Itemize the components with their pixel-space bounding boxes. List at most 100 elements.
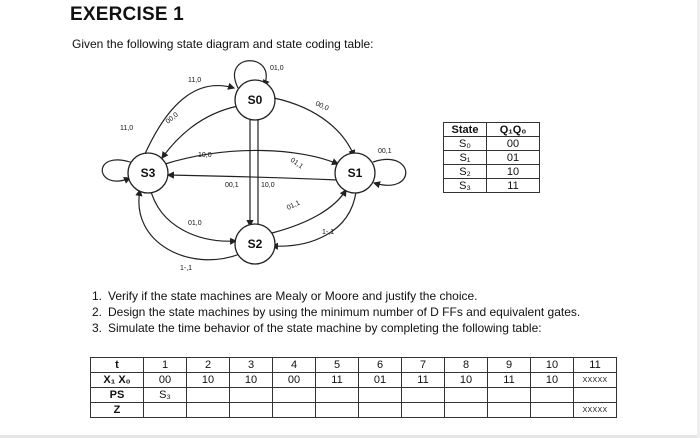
timing-row-label: X₁ X₀	[90, 372, 144, 388]
timing-cell: 10	[186, 372, 230, 388]
state-s1	[334, 152, 376, 194]
label-s0-to-s3: 00,0	[165, 111, 180, 125]
timing-cell: 11	[401, 372, 445, 388]
code-cell: 10	[486, 164, 540, 179]
timing-cell: 00	[143, 372, 187, 388]
timing-cell: 11	[315, 372, 359, 388]
task-list: 1. Verify if the state machines are Mealy…	[92, 288, 580, 336]
timing-cell: 1	[143, 357, 187, 373]
timing-cell: XXXXX	[573, 372, 617, 388]
task-text: Simulate the time behavior of the state …	[108, 321, 542, 335]
timing-cell	[401, 402, 445, 418]
timing-cell: 6	[358, 357, 402, 373]
timing-cell	[530, 402, 574, 418]
state-cell: S₂	[443, 164, 487, 179]
edge-s0-to-s3	[161, 105, 239, 159]
intro-text: Given the following state diagram and st…	[72, 37, 374, 51]
label-s1-self: 00,1	[378, 148, 392, 155]
edge-s0-to-s1	[273, 97, 356, 158]
timing-cell	[186, 387, 230, 403]
timing-cell: 5	[315, 357, 359, 373]
label-s2-to-s0: 10,0	[261, 182, 275, 189]
state-s3-label: S3	[141, 166, 156, 180]
right-edge	[697, 0, 700, 438]
timing-cell	[487, 387, 531, 403]
timing-row-label: PS	[90, 387, 144, 403]
state-header: State	[443, 122, 487, 137]
label-s0-to-s2: 00,1	[225, 182, 239, 189]
state-cell: S₀	[443, 136, 487, 151]
state-s2-label: S2	[248, 237, 263, 251]
state-s0-label: S0	[248, 93, 263, 107]
label-s3-to-s2: 01,0	[188, 220, 202, 227]
timing-cell	[272, 402, 316, 418]
timing-cell	[401, 387, 445, 403]
timing-cell: XXXXX	[573, 402, 617, 418]
task-item: 3. Simulate the time behavior of the stat…	[92, 320, 580, 336]
state-s1-label: S1	[348, 166, 363, 180]
label-s3-self: 11,0	[120, 125, 133, 132]
edge-s3-self	[101, 159, 134, 184]
timing-cell: 10	[530, 372, 574, 388]
timing-cell	[530, 387, 574, 403]
timing-cell: S₃	[143, 387, 187, 403]
timing-cell	[143, 402, 187, 418]
code-cell: 01	[486, 150, 540, 165]
code-cell: 11	[486, 178, 540, 193]
timing-cell	[229, 387, 273, 403]
edge-s3-to-s0	[143, 82, 236, 157]
edge-s1-to-s3	[166, 171, 339, 181]
timing-cell	[358, 387, 402, 403]
state-cell: S₁	[443, 150, 487, 165]
timing-cell	[358, 402, 402, 418]
timing-cell: 2	[186, 357, 230, 373]
label-s3-to-s0: 11,0	[188, 77, 201, 84]
timing-cell: 9	[487, 357, 531, 373]
task-text: Verify if the state machines are Mealy o…	[108, 289, 478, 303]
edge-s0-self	[234, 60, 270, 89]
timing-cell: 8	[444, 357, 488, 373]
label-s0-to-s1: 00,0	[314, 100, 329, 112]
edge-s2-to-s1	[271, 188, 347, 234]
timing-cell	[229, 402, 273, 418]
timing-cell: 7	[401, 357, 445, 373]
task-item: 1. Verify if the state machines are Mealy…	[92, 288, 580, 304]
task-item: 2.Design the state machines by using the…	[92, 304, 580, 320]
timing-cell: 11	[487, 372, 531, 388]
timing-cell: 10	[530, 357, 574, 373]
state-s3	[127, 152, 169, 194]
state-s0	[234, 79, 276, 121]
timing-cell: 3	[229, 357, 273, 373]
code-cell: 00	[486, 136, 540, 151]
state-s2	[234, 223, 276, 265]
timing-cell	[487, 402, 531, 418]
timing-cell: 4	[272, 357, 316, 373]
timing-row-label: Z	[90, 402, 144, 418]
timing-cell	[444, 402, 488, 418]
timing-row-label: t	[90, 357, 144, 373]
timing-cell: 00	[272, 372, 316, 388]
label-s2-to-s3: 1-,1	[180, 265, 192, 272]
timing-cell	[315, 402, 359, 418]
timing-cell	[444, 387, 488, 403]
task-number: 2.	[92, 305, 103, 319]
label-s2-to-s1: 01,1	[286, 200, 301, 212]
label-s1-to-s2: 1-,1	[322, 229, 334, 236]
edge-s2-to-s3	[135, 188, 241, 261]
code-header: Q₁Q₀	[486, 122, 540, 137]
timing-cell	[315, 387, 359, 403]
timing-cell: 10	[229, 372, 273, 388]
edge-s3-to-s1	[164, 149, 340, 165]
edge-s3-to-s2	[149, 187, 238, 245]
label-s1-to-s3: 01,1	[289, 157, 304, 171]
label-s3-to-s1: 10,0	[198, 152, 212, 159]
task-number: 3.	[92, 321, 103, 335]
task-number: 1.	[92, 289, 103, 303]
timing-row: Z XXXXX	[90, 402, 617, 418]
